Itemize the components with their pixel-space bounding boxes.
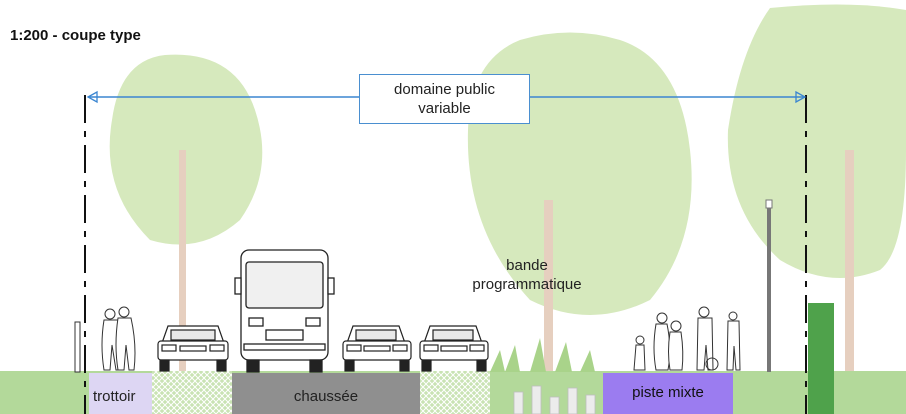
bus-icon (234, 249, 335, 373)
piste-zone (603, 373, 733, 414)
bande-label-line1: bande (506, 257, 548, 274)
dimension-label-line2: variable (418, 100, 471, 117)
bande-label: bande programmatique (452, 256, 602, 294)
green-bollard (808, 303, 834, 414)
car-icon (342, 325, 412, 372)
grass-icon (490, 338, 595, 372)
programmatic-bars (513, 385, 596, 414)
trottoir-label: trottoir (93, 388, 136, 405)
lamp-head (765, 199, 773, 209)
car-icon (419, 325, 489, 372)
chaussee-zone (232, 373, 420, 414)
dimension-label-line1: domaine public (394, 81, 495, 98)
lamp-pole (767, 200, 771, 372)
planted-strip-right (420, 371, 490, 414)
pedestrians-icon (101, 306, 136, 371)
tree-right (727, 4, 906, 375)
tree-left (109, 54, 263, 375)
planted-strip-left (152, 371, 232, 414)
scale-title: 1:200 - coupe type (10, 27, 141, 44)
post (74, 321, 81, 373)
bande-label-line2: programmatique (472, 276, 582, 293)
car-icon (157, 325, 229, 372)
family-pedestrians-icon (633, 306, 741, 371)
chaussee-label: chaussée (293, 388, 359, 405)
piste-label: piste mixte (632, 384, 704, 401)
dimension-label: domaine public variable (359, 74, 530, 124)
trottoir-zone (89, 373, 152, 414)
